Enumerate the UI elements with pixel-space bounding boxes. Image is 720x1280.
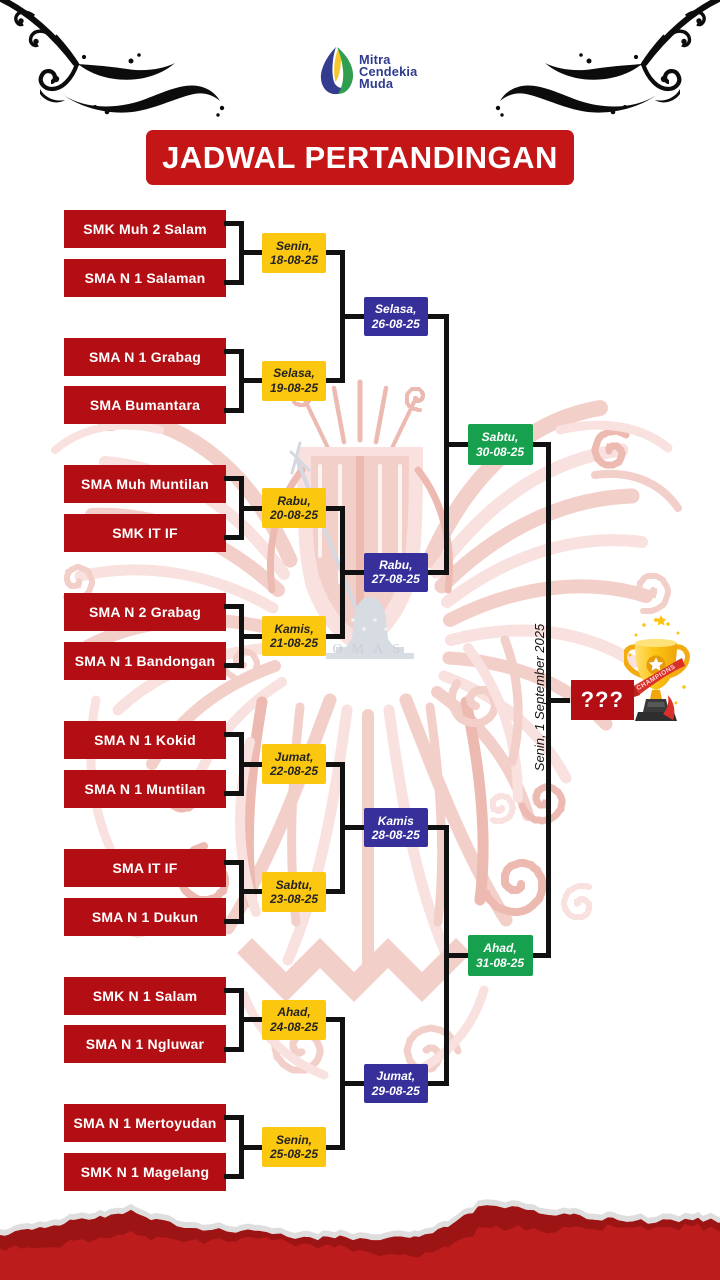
svg-text:LOMAS: LOMAS [315, 642, 409, 657]
